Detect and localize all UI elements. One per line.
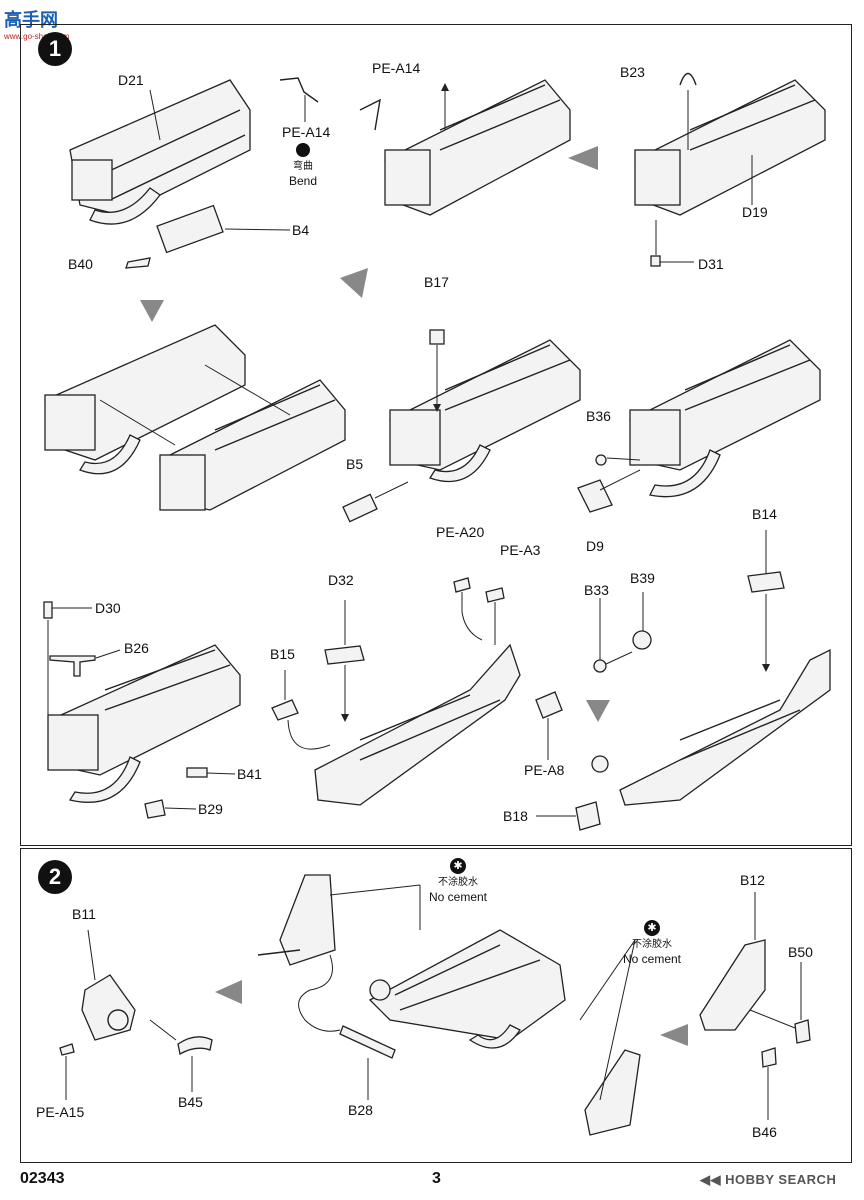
label-b11: B11	[72, 906, 96, 922]
no-cement-icon: ✱	[644, 920, 660, 936]
no-cement-1-en: No cement	[428, 890, 488, 904]
step-2-badge: 2	[38, 860, 72, 894]
label-d30: D30	[95, 600, 121, 616]
hobby-search-icon: ◀◀	[700, 1172, 726, 1187]
page-number: 3	[432, 1170, 441, 1187]
drawing-b11-pe-a15-b45	[59, 929, 213, 1100]
label-b17: B17	[424, 274, 449, 290]
step-2-panel	[20, 848, 852, 1163]
label-b5: B5	[346, 456, 364, 472]
step-1-panel	[20, 24, 852, 846]
drawing-b23-d19-d31	[634, 72, 826, 267]
label-b46: B46	[752, 1124, 777, 1140]
label-b28: B28	[348, 1102, 373, 1118]
label-d31: D31	[698, 256, 724, 272]
label-b26: B26	[124, 640, 149, 656]
label-d9: D9	[586, 538, 604, 554]
label-pe-a8: PE-A8	[524, 762, 565, 778]
no-cement-2-en: No cement	[622, 952, 682, 966]
no-cement-2-cn: 不涂胶水	[632, 939, 672, 950]
watermark-url: www.go-shou.com	[4, 32, 70, 41]
drawing-d30-b26-b41-b29	[43, 601, 241, 819]
label-b39: B39	[630, 570, 655, 586]
no-cement-1-cn: 不涂胶水	[438, 877, 478, 888]
label-pe-a3: PE-A3	[500, 542, 541, 558]
label-b45: B45	[178, 1094, 203, 1110]
drawing-pe-a14-assembly	[359, 79, 571, 216]
label-pe-a14: PE-A14	[372, 60, 421, 76]
no-cement-note-1: ✱ 不涂胶水 No cement	[418, 858, 498, 904]
drawing-b12-b50-b46	[699, 892, 811, 1120]
bend-note-cn: 弯曲	[293, 161, 313, 172]
drawing-halves-join	[44, 324, 346, 511]
no-cement-note-2: ✱ 不涂胶水 No cement	[612, 920, 692, 966]
drawing-b17-b5	[342, 329, 581, 523]
bend-note: 弯曲 Bend	[280, 160, 326, 188]
label-b40: B40	[68, 256, 93, 272]
drawing-pe-a14-bend	[279, 77, 319, 157]
label-b12: B12	[740, 872, 765, 888]
label-b33: B33	[584, 582, 609, 598]
drawing-b14-b33-b39-b18	[536, 530, 831, 831]
bend-note-en: Bend	[288, 174, 318, 188]
label-b14: B14	[752, 506, 777, 522]
label-d19: D19	[742, 204, 768, 220]
label-pe-a20: PE-A20	[436, 524, 485, 540]
label-b23: B23	[620, 64, 645, 80]
hobby-search-text: HOBBY SEARCH	[725, 1172, 837, 1187]
label-b15: B15	[270, 646, 295, 662]
label-b4: B4	[292, 222, 310, 238]
kit-code: 02343	[20, 1170, 65, 1187]
label-d21: D21	[118, 72, 144, 88]
watermark-logo: 高手网 www.go-shou.com	[4, 6, 69, 41]
hobby-search-logo: ◀◀ HOBBY SEARCH	[700, 1172, 836, 1188]
drawing-d21-breech	[69, 79, 291, 269]
step-1-badge: 1	[38, 32, 72, 66]
label-b29: B29	[198, 801, 223, 817]
label-pe-a14-bend: PE-A14	[282, 124, 331, 140]
label-d32: D32	[328, 572, 354, 588]
drawing-d32-b15-pe-a20-pe-a3-pe-a8	[271, 577, 563, 806]
label-b18: B18	[503, 808, 528, 824]
watermark-title: 高手网	[4, 10, 58, 30]
drawing-main-gun-assembly	[257, 874, 641, 1136]
label-b50: B50	[788, 944, 813, 960]
label-b41: B41	[237, 766, 262, 782]
label-pe-a15: PE-A15	[36, 1104, 85, 1120]
drawing-b36-d9	[577, 339, 821, 513]
label-b36: B36	[586, 408, 611, 424]
no-cement-icon: ✱	[450, 858, 466, 874]
